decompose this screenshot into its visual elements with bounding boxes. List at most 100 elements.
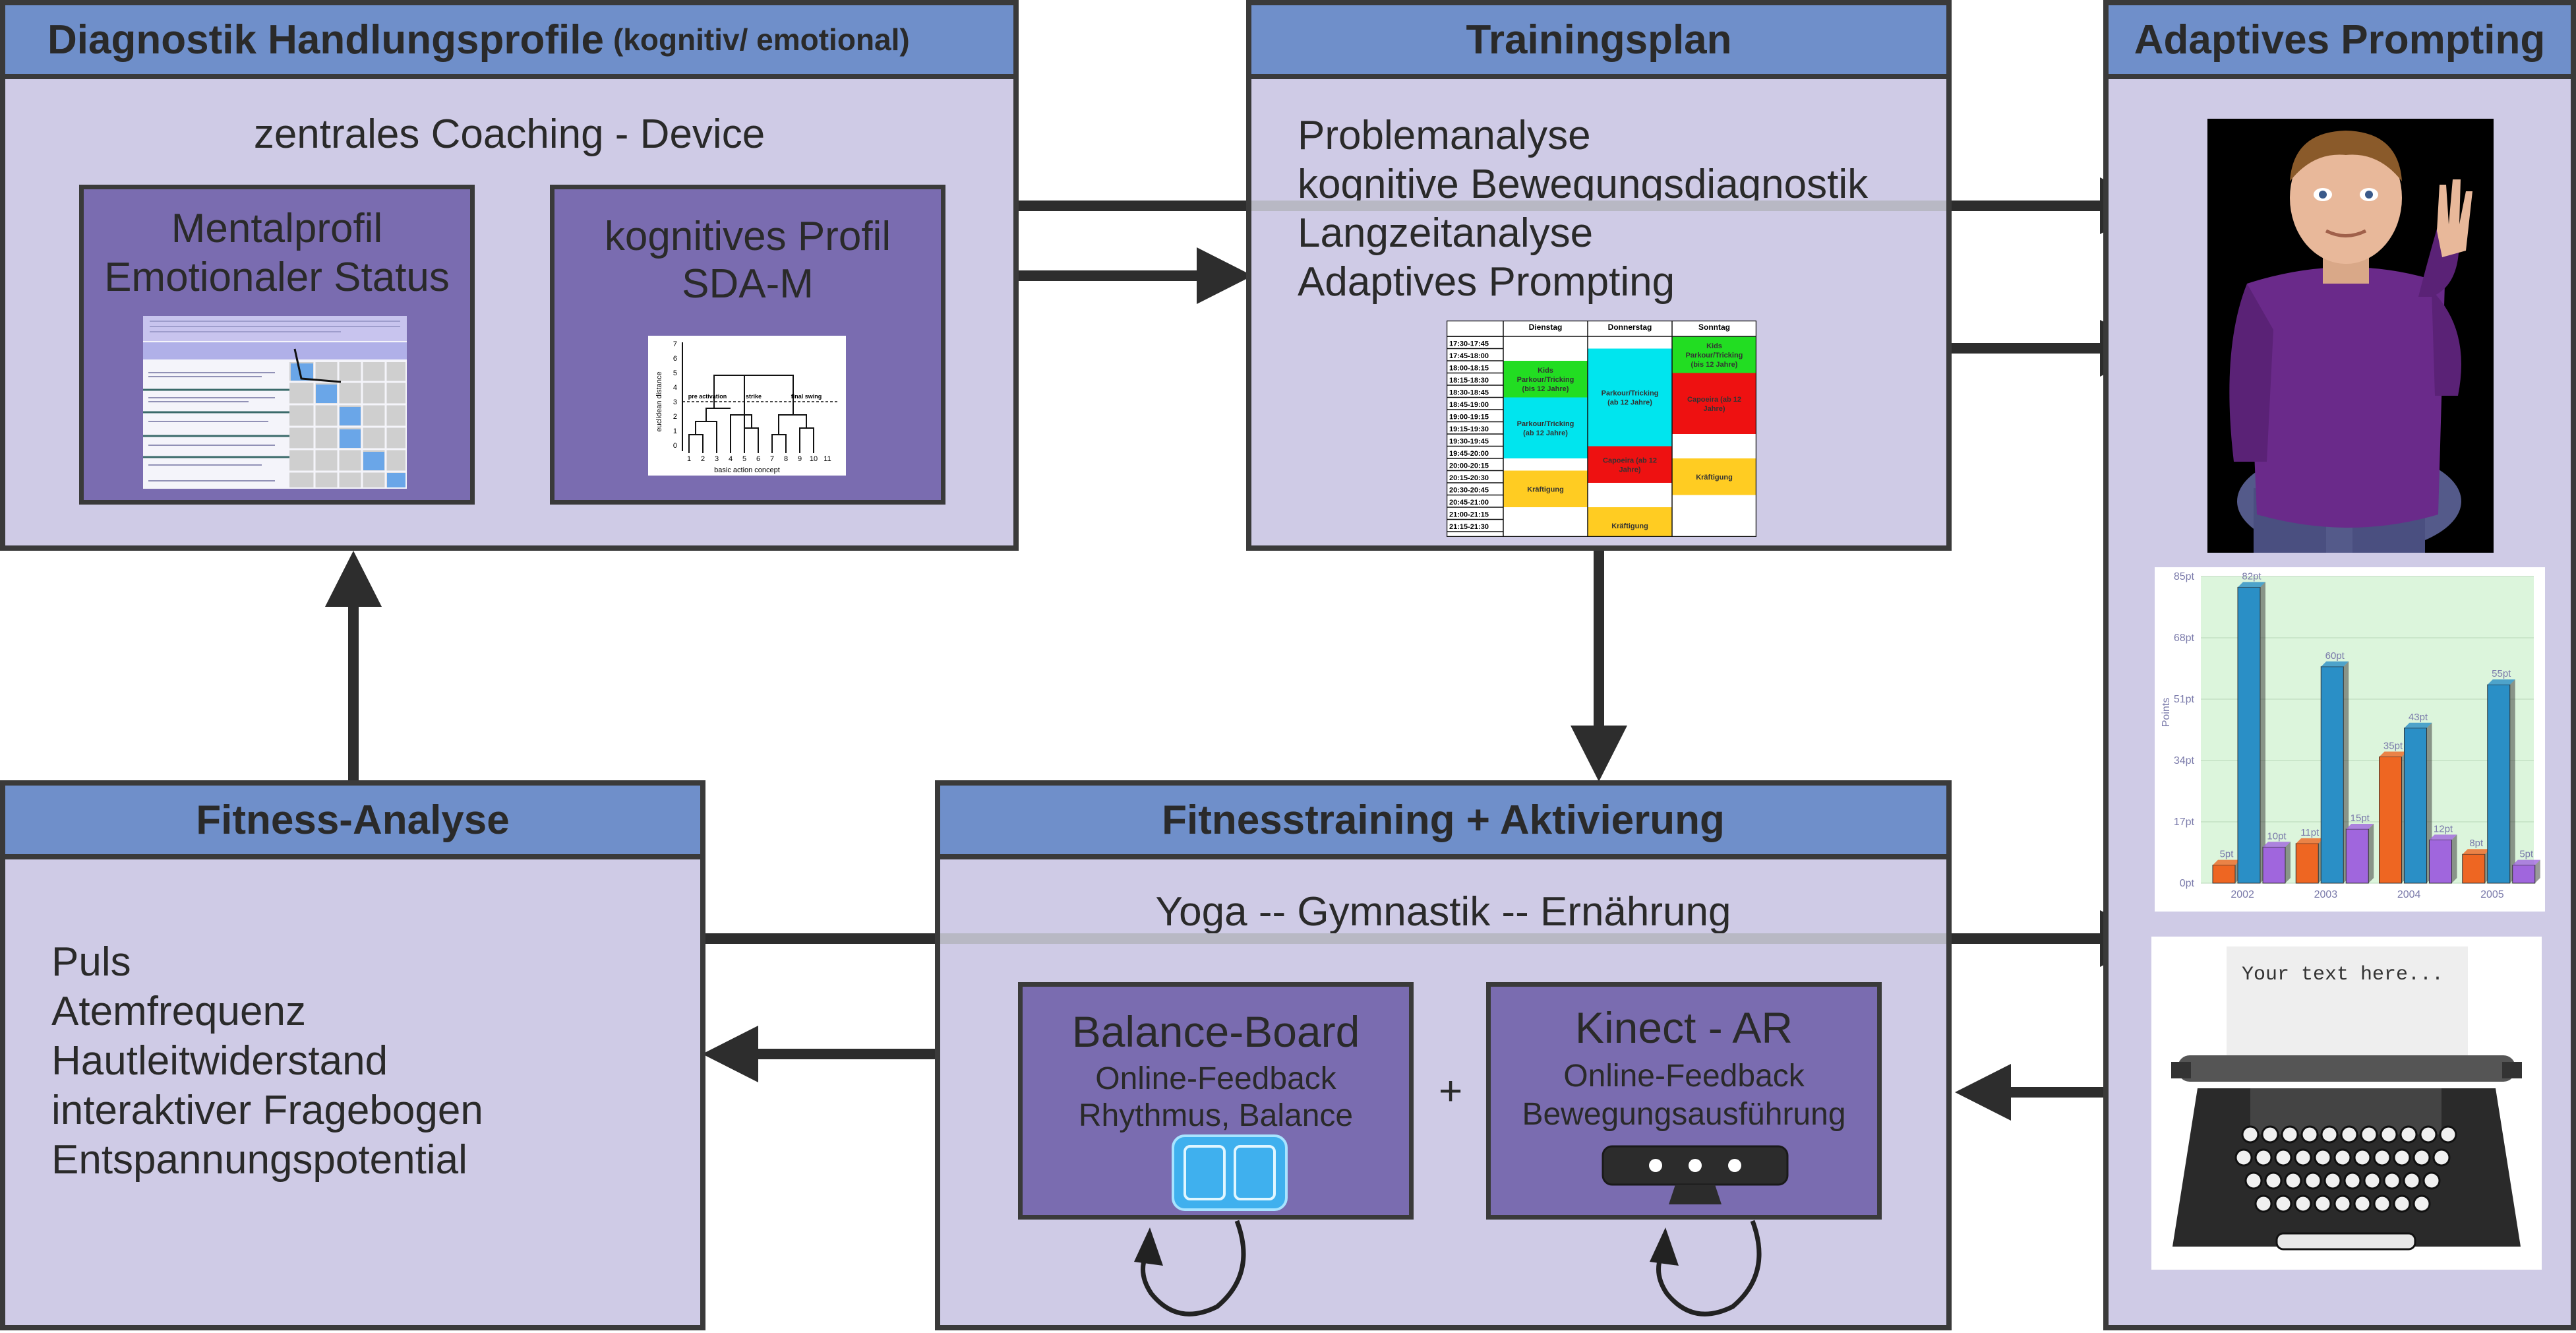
chart-bar-side — [2451, 834, 2457, 883]
dendrogram-x-tick: 4 — [729, 455, 733, 463]
chart-y-tick: 68pt — [2174, 633, 2195, 644]
fitness-analyse-item-entspannungspotential: Entspannungspotential — [51, 1137, 467, 1183]
chart-x-tick: 2002 — [2231, 889, 2254, 900]
typewriter-key — [2320, 1125, 2339, 1144]
dendrogram-x-tick: 7 — [770, 455, 774, 463]
fitnesstraining-header: Fitnesstraining + Aktivierung — [940, 786, 1946, 859]
typewriter-key — [2254, 1194, 2273, 1213]
dendrogram-y-tick: 7 — [673, 340, 677, 348]
typewriter-key — [2294, 1194, 2312, 1213]
typewriter-key — [2412, 1148, 2431, 1167]
schedule-block-capoeira-sun-label: Capoeira (ab 12 — [1687, 396, 1741, 404]
dendrogram-x-tick: 10 — [810, 455, 818, 463]
typewriter-image: Your text here... — [2151, 937, 2542, 1270]
schedule-time-label: 19:00-19:15 — [1449, 414, 1489, 421]
arrow-trainingsplan-to-fitnesstraining — [1594, 547, 1604, 732]
schedule-block-parkour-thu-label: Parkour/Tricking — [1602, 390, 1659, 398]
schedule-grid — [1447, 321, 1756, 537]
chart-bar-side — [2368, 823, 2374, 883]
schedule-block-parkour-tue-label: (ab 12 Jahre) — [1523, 429, 1568, 437]
dendrogram-x-tick: 9 — [798, 455, 802, 463]
typewriter-key — [2314, 1148, 2332, 1167]
avatar-character-image — [2207, 119, 2494, 553]
typewriter-key — [2234, 1148, 2253, 1167]
schedule-time-label: 21:00-21:15 — [1449, 511, 1489, 519]
schedule-time-label: 17:45-18:00 — [1449, 352, 1489, 360]
chart-data-label: 12pt — [2434, 823, 2453, 834]
chart-data-label: 10pt — [2267, 830, 2287, 842]
schedule-time-label: 19:15-19:30 — [1449, 425, 1489, 433]
fitness-analyse-item-atemfrequenz: Atemfrequenz — [51, 989, 306, 1034]
typewriter-key — [2383, 1171, 2401, 1190]
typewriter-key — [2393, 1194, 2411, 1213]
mentalprofil-box: Mentalprofil Emotionaler Status — [79, 185, 475, 505]
chart-y-tick: 34pt — [2174, 755, 2195, 766]
chart-bar-top — [2404, 722, 2432, 728]
typewriter-key — [2399, 1125, 2418, 1144]
chart-x-tick: 2004 — [2397, 889, 2421, 900]
typewriter-key — [2304, 1171, 2322, 1190]
kinect-ar-feedback: Online-Feedback — [1563, 1059, 1805, 1094]
schedule-block-kids-tue — [1503, 361, 1588, 398]
typewriter-key — [2363, 1171, 2381, 1190]
trainingsplan-item-bewegungsdiagnostik: kognitive Bewegungsdiagnostik — [1298, 162, 1869, 207]
typewriter-key — [2300, 1125, 2319, 1144]
schedule-block-capoeira-thu — [1588, 446, 1672, 483]
schedule-day-header: Dienstag — [1529, 323, 1563, 332]
chart-y-tick: 0pt — [2180, 878, 2195, 889]
schedule-block-kraft-tue-label: Kräftigung — [1527, 485, 1564, 493]
fitnesstraining-title: Fitnesstraining + Aktivierung — [1162, 797, 1725, 843]
dendrogram-y-tick: 4 — [673, 384, 677, 392]
chart-data-label: 43pt — [2409, 712, 2428, 723]
chart-y-tick: 85pt — [2174, 571, 2195, 582]
chart-bar-top — [2238, 582, 2265, 588]
dendrogram-cluster-label: final swing — [791, 393, 822, 400]
trainingsplan-item-adaptives-prompting: Adaptives Prompting — [1298, 259, 1675, 305]
schedule-time-label: 18:45-19:00 — [1449, 401, 1489, 409]
dendrogram-x-tick: 1 — [687, 455, 691, 463]
dendrogram-branches — [688, 375, 814, 453]
schedule-time-label: 19:45-20:00 — [1449, 450, 1489, 458]
chart-data-label: 8pt — [2469, 838, 2484, 849]
dendrogram-y-tick: 5 — [673, 369, 677, 377]
trainingsplan-item-problemanalyse: Problemanalyse — [1298, 113, 1591, 158]
chart-bar — [2429, 839, 2452, 884]
schedule-block-kids-tue-label: (bis 12 Jahre) — [1522, 385, 1569, 393]
fitness-analyse-item-hautleitwiderstand: Hautleitwiderstand — [51, 1038, 388, 1084]
adaptiv-title: Adaptives Prompting — [2134, 16, 2546, 63]
chart-bar — [2345, 828, 2369, 884]
schedule-block-parkour-tue-label: Parkour/Tricking — [1517, 420, 1574, 428]
adaptiv-header: Adaptives Prompting — [2109, 5, 2571, 79]
fitnesstraining-subtitle: Yoga -- Gymnastik -- Ernährung — [1155, 889, 1731, 935]
schedule-time-label: 20:45-21:00 — [1449, 499, 1489, 507]
chart-data-label: 15pt — [2351, 813, 2370, 824]
schedule-time-label: 20:30-20:45 — [1449, 487, 1489, 495]
chart-bar-side — [2285, 842, 2291, 883]
dendrogram-x-tick: 8 — [784, 455, 788, 463]
chart-bar-top — [2462, 849, 2490, 855]
arrow-adaptiv-to-fitnesstraining — [2008, 1087, 2113, 1098]
plus-sign: + — [1439, 1069, 1463, 1114]
balance-board-title: Balance-Board — [1071, 1007, 1360, 1056]
typewriter-key — [2340, 1125, 2358, 1144]
chart-bar-top — [2429, 834, 2457, 840]
dendrogram-x-tick: 3 — [715, 455, 719, 463]
schedule-time-label: 20:15-20:30 — [1449, 474, 1489, 482]
fitness-analyse-item-fragebogen: interaktiver Fragebogen — [51, 1088, 483, 1133]
schedule-day-header: Donnerstag — [1608, 323, 1652, 332]
arrow-diagnostik-to-trainingsplan — [1015, 270, 1200, 281]
dendrogram-link — [713, 375, 794, 408]
chart-bar — [2212, 865, 2236, 884]
diagnostik-title-suffix: (kognitiv/ emotional) — [613, 22, 910, 57]
chart-bar — [2320, 666, 2344, 884]
trainingsplan-box: Trainingsplan Problemanalyse kognitive B… — [1246, 0, 1952, 551]
chart-bar — [2512, 865, 2536, 884]
chart-bar — [2379, 757, 2402, 884]
schedule-time-label: 18:00-18:15 — [1449, 365, 1489, 373]
chart-bar-top — [2487, 679, 2515, 685]
chart-bar — [2404, 728, 2427, 884]
dendrogram-cluster-label: pre activation — [688, 393, 727, 400]
typewriter-key — [2380, 1125, 2398, 1144]
